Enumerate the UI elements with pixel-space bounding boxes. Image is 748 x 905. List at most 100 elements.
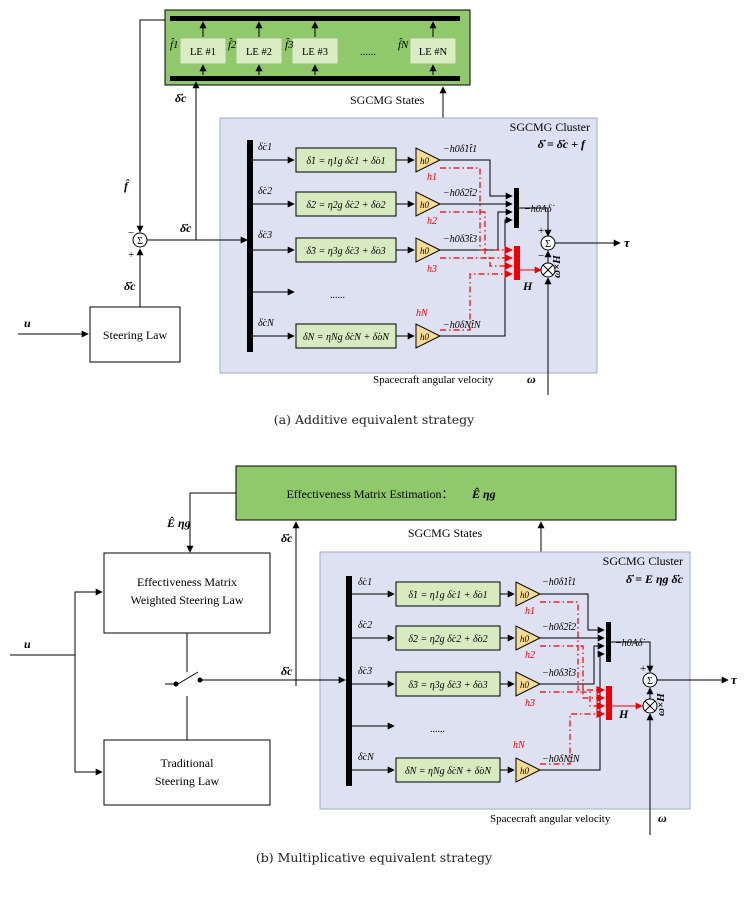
svg-text:h1: h1 [525,606,535,617]
svg-text:Σ: Σ [647,676,653,687]
svg-text:−h0δ̇Nt̂N: −h0δ̇Nt̂N [443,319,482,331]
weighted-steering-box [103,552,271,634]
u-label-b: u [24,637,31,651]
h-label-a: H [522,279,533,293]
svg-text:h0: h0 [420,332,430,342]
panel-a: LE #1 LE #2 LE #3 ...... LE #N f̂1 f̂2 f… [18,9,631,427]
steering-law-box-a [89,306,181,363]
panel-b: Effectiveness Matrix Estimation： Ê ηg Ê … [10,465,738,865]
omega-symbol-b: ω [658,811,667,825]
cluster-title-b: SGCMG Cluster [603,554,683,568]
u-label-a: u [24,316,31,330]
h-lines-b [540,601,605,765]
svg-text:−h0δ̇3t̂3: −h0δ̇3t̂3 [542,667,576,679]
delta-c-estimation-b: δ̇c [281,531,293,545]
svg-text:δ̇2 = η2g δ̇c2 + δ̇o2: δ̇2 = η2g δ̇c2 + δ̇o2 [306,200,385,211]
svg-text:h0: h0 [520,766,530,776]
svg-text:h0: h0 [420,246,430,256]
svg-text:h2: h2 [427,216,437,227]
h-label-b: H [618,707,629,721]
row-b-3: δ̇c3 δ̇3 = η3g δ̇c3 + δ̇o3 h0 −h0δ̇3t̂3 … [352,666,576,709]
row-a-3: δ̇c3 δ̇3 = η3g δ̇c3 + δ̇o3 h0 −h0δ̇3t̂3 … [253,230,477,275]
torque-sum-label-a: −h0Aδ̇ [524,204,555,215]
svg-text:δ̇c3: δ̇c3 [358,666,372,677]
svg-text:δ̇3 = η3g δ̇c3 + δ̇o3: δ̇3 = η3g δ̇c3 + δ̇o3 [306,246,385,257]
rows-ellipsis-a: ...... [330,290,345,301]
torque-sum-label-b: −h0Aδ̇ [615,638,646,649]
svg-text:h0: h0 [420,156,430,166]
svg-text:h1: h1 [427,172,437,183]
distribution-bus-a [247,140,253,352]
svg-text:−: − [128,227,134,239]
weighted-steering-line1: Effectiveness Matrix [137,575,237,589]
svg-text:−h0δ̇2t̂2: −h0δ̇2t̂2 [443,187,477,199]
le-blocks: LE #1 LE #2 LE #3 ...... LE #N [179,37,457,65]
svg-text:δ̇1 = η1g δ̇c1 + δ̇o1: δ̇1 = η1g δ̇c1 + δ̇o1 [306,156,385,167]
svg-text:δ̇c1: δ̇c1 [358,577,372,588]
le-block-1: LE #1 [190,47,216,58]
omega-symbol-a: ω [527,372,536,386]
row-b-2: δ̇c2 δ̇2 = η2g δ̇c2 + δ̇o2 h0 −h0δ̇2t̂2 … [352,620,576,661]
omega-h-b: ω×H [655,693,667,716]
estimation-box [235,465,677,521]
steering-law-label-a: Steering Law [103,328,168,342]
h-lines-a [440,167,513,331]
svg-text:−h0δ̇1t̂1: −h0δ̇1t̂1 [542,576,576,588]
svg-text:−: − [538,250,544,262]
delta-c-lower-a: δ̇c [124,279,136,293]
weighted-steering-line2: Weighted Steering Law [131,593,244,607]
svg-text:δ̇c2: δ̇c2 [258,186,272,197]
distribution-bus-b [346,576,352,786]
traditional-steering-box [103,739,271,806]
row-a-2: δ̇c2 δ̇2 = η2g δ̇c2 + δ̇o2 h0 −h0δ̇2t̂2 … [253,186,477,227]
svg-text:δ̇2 = η2g δ̇c2 + δ̇o2: δ̇2 = η2g δ̇c2 + δ̇o2 [408,634,487,645]
sgcmg-cluster-a [219,117,598,374]
svg-text:h0: h0 [520,680,530,690]
svg-text:δ̇N = ηNg δ̇cN + δ̇oN: δ̇N = ηNg δ̇cN + δ̇oN [303,332,390,343]
delta-c-label-a: δ̇c [180,221,192,235]
svg-text:δ̇c3: δ̇c3 [258,230,272,241]
f-hat-n: f̂N [398,38,409,51]
omega-caption-b: Spacecraft angular velocity [490,813,611,825]
svg-text:h3: h3 [427,264,437,275]
svg-text:hN: hN [416,308,429,319]
svg-text:δ̇N = ηNg δ̇cN + δ̇oN: δ̇N = ηNg δ̇cN + δ̇oN [405,766,492,777]
row-a-n: δ̇cN δ̇N = ηNg δ̇cN + δ̇oN h0 −h0δ̇Nt̂N … [253,308,482,349]
omega-h-a: ω×H [551,255,563,278]
svg-text:−h0δ̇Nt̂N: −h0δ̇Nt̂N [542,753,581,765]
svg-text:δ̇c2: δ̇c2 [358,620,372,631]
svg-text:−h0δ̇3t̂3: −h0δ̇3t̂3 [443,233,477,245]
f-hat-feedback: f̂ [124,178,130,193]
svg-text:+: + [538,225,544,237]
svg-text:−h0δ̇1t̂1: −h0δ̇1t̂1 [443,143,477,155]
le-block-n: LE #N [419,47,448,58]
cluster-title-a: SGCMG Cluster [510,120,590,134]
svg-text:δ̇1 = η1g δ̇c1 + δ̇o1: δ̇1 = η1g δ̇c1 + δ̇o1 [408,590,487,601]
estimation-label: Effectiveness Matrix Estimation： [286,487,453,501]
svg-text:h3: h3 [525,698,535,709]
row-b-n: δ̇cN δ̇N = ηNg δ̇cN + δ̇oN h0 −h0δ̇Nt̂N … [352,740,581,783]
f-hat-3: f̂3 [285,38,294,51]
omega-caption-a: Spacecraft angular velocity [373,374,494,386]
svg-text:h0: h0 [520,590,530,600]
switch-blade [177,671,199,685]
sgcmg-cluster-b [319,551,691,810]
tau-label-a: τ [624,235,631,250]
delta-c-label-top: δ̇c [175,91,187,105]
caption-b: (b) Multiplicative equivalent strategy [256,850,493,865]
traditional-line1: Traditional [161,756,215,770]
f-hat-2: f̂2 [228,38,237,51]
svg-text:hN: hN [513,740,526,751]
row-b-1: δ̇c1 δ̇1 = η1g δ̇c1 + δ̇o1 h0 −h0δ̇1t̂1 … [352,576,576,617]
rows-ellipsis-b: ...... [430,724,445,735]
h-bar-b [606,686,612,720]
cluster-eq-b: δ̇ = E ηg δ̇c [626,572,684,586]
estimation-symbol: Ê ηg [471,487,496,501]
le-block-3: LE #3 [302,47,328,58]
svg-text:δ̇cN: δ̇cN [258,318,275,329]
svg-text:δ̇c1: δ̇c1 [258,142,272,153]
sgcmg-states-label: SGCMG States [350,93,425,107]
le-internal-arrows [199,21,437,75]
le-block-2: LE #2 [246,47,272,58]
